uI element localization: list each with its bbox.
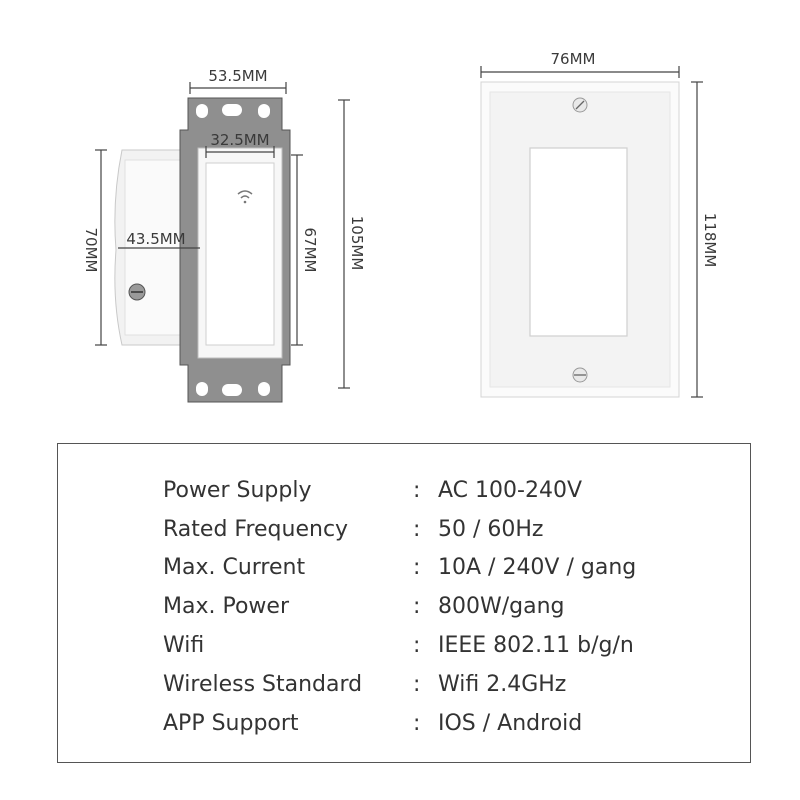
spec-label: Wireless Standard xyxy=(163,671,363,697)
wifi-icon xyxy=(237,190,253,204)
spec-value: 800W/gang xyxy=(438,594,565,620)
spec-value: IEEE 802.11 b/g/n xyxy=(438,633,634,659)
spec-label: Rated Frequency xyxy=(163,516,349,542)
spec-separator: : xyxy=(413,477,421,503)
switch-width-label: 53.5MM xyxy=(208,67,267,85)
spec-label: Max. Power xyxy=(163,594,289,620)
spec-value: Wifi 2.4GHz xyxy=(438,671,567,697)
spec-separator: : xyxy=(413,671,421,697)
spec-value: AC 100-240V xyxy=(438,477,582,503)
spec-separator: : xyxy=(413,516,421,542)
paddle-height-label: 67MM xyxy=(301,228,319,273)
spec-separator: : xyxy=(413,555,421,581)
spec-separator: : xyxy=(413,633,421,659)
smart-switch-drawing xyxy=(114,97,291,403)
spec-row: Max. Power : 800W/gang xyxy=(163,587,636,626)
plate-height-label: 118MM xyxy=(701,213,719,268)
spec-row: Max. Current : 10A / 240V / gang xyxy=(163,549,636,588)
spec-row: Wireless Standard : Wifi 2.4GHz xyxy=(163,665,636,704)
spec-separator: : xyxy=(413,594,421,620)
switch-dimension-lines xyxy=(95,82,350,389)
spec-row: Rated Frequency : 50 / 60Hz xyxy=(163,510,636,549)
dimension-diagram: 53.5MM 32.5MM 43.5MM 70MM 67MM 105MM 76M… xyxy=(82,50,719,403)
spec-row: Wifi : IEEE 802.11 b/g/n xyxy=(163,626,636,665)
spec-label: Wifi xyxy=(163,633,205,659)
wall-plate-drawing xyxy=(480,81,680,398)
switch-paddle xyxy=(205,162,275,346)
plate-width-label: 76MM xyxy=(551,50,596,68)
body-height-label: 70MM xyxy=(82,228,100,273)
spec-row: Power Supply : AC 100-240V xyxy=(163,471,636,510)
plate-opening xyxy=(529,147,628,337)
spec-value: IOS / Android xyxy=(438,710,583,736)
spec-label: APP Support xyxy=(163,710,299,736)
specifications-table: Power Supply : AC 100-240V Rated Frequen… xyxy=(163,471,636,743)
spec-label: Max. Current xyxy=(163,555,306,581)
plate-dimension-lines xyxy=(480,66,703,398)
plate-screw-icon xyxy=(572,367,588,383)
spec-separator: : xyxy=(413,710,421,736)
body-width-label: 43.5MM xyxy=(126,230,185,248)
plate-screw-icon xyxy=(572,97,588,113)
paddle-width-label: 32.5MM xyxy=(210,131,269,149)
spec-label: Power Supply xyxy=(163,477,312,503)
specifications-box: Power Supply : AC 100-240V Rated Frequen… xyxy=(57,443,751,763)
spec-value: 10A / 240V / gang xyxy=(438,555,637,581)
spec-row: APP Support : IOS / Android xyxy=(163,704,636,743)
spec-value: 50 / 60Hz xyxy=(438,516,544,542)
switch-height-label: 105MM xyxy=(348,216,366,271)
